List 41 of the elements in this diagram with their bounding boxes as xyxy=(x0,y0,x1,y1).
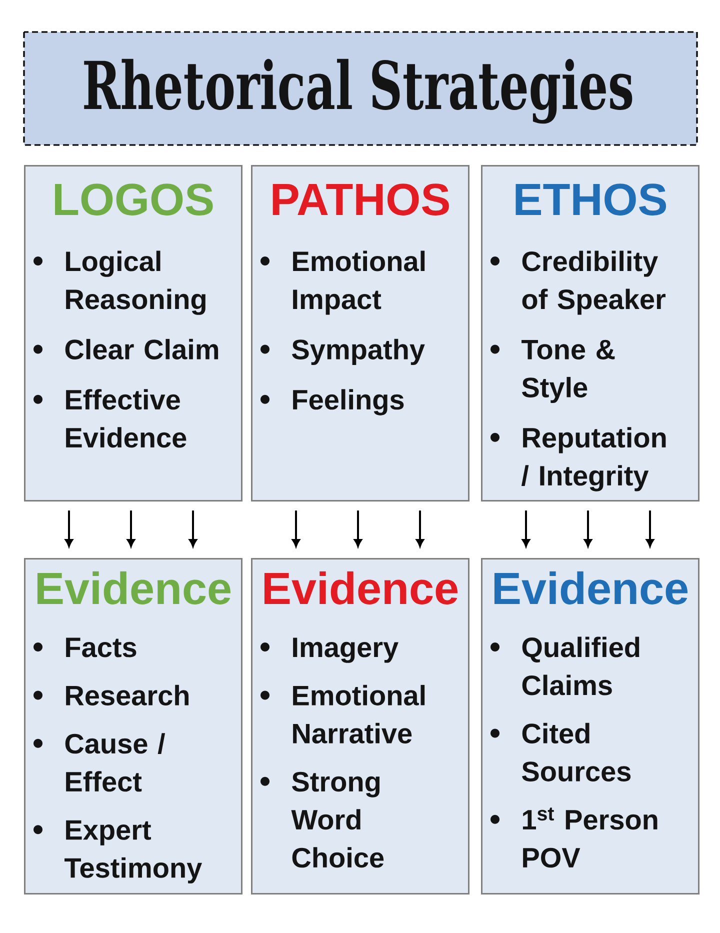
list-item: Expert Testimony xyxy=(64,820,202,884)
heading: ETHOS xyxy=(516,184,666,216)
list-item: Cited Sources xyxy=(522,722,631,782)
list-item: Facts xyxy=(66,638,136,658)
list-item: Emotional Narrative xyxy=(293,684,425,744)
heading: Evidence xyxy=(37,571,231,604)
list-item: Effective Evidence xyxy=(66,389,186,448)
arrow xyxy=(65,510,73,547)
info-panel xyxy=(481,165,700,502)
list-item: Reputation / Integrity xyxy=(521,427,666,492)
arrow xyxy=(646,510,654,547)
arrow xyxy=(189,510,197,547)
list-item: Cause / Effect xyxy=(65,733,166,792)
list-item: Emotional Impact xyxy=(293,250,425,315)
list-item: Qualified Claims xyxy=(522,636,640,696)
list-item: Sympathy xyxy=(292,338,425,365)
arrow xyxy=(127,510,135,547)
arrow xyxy=(584,510,592,547)
info-panel xyxy=(251,165,470,502)
heading: Evidence xyxy=(494,571,688,604)
list-item: Clear Claim xyxy=(65,338,218,360)
list-item: Logical Reasoning xyxy=(66,250,206,315)
arrow xyxy=(354,510,362,547)
list-item: Feelings xyxy=(293,389,404,416)
heading: LOGOS xyxy=(55,184,213,216)
info-panel xyxy=(481,558,700,894)
list-item: Credibility of Speaker xyxy=(522,250,666,315)
list-item: Imagery xyxy=(293,638,398,663)
arrow xyxy=(522,510,530,547)
heading: Evidence xyxy=(264,571,458,604)
list-item: 1$^{st}$ Person POV xyxy=(522,808,658,868)
arrow xyxy=(292,510,300,547)
info-panel xyxy=(24,558,242,894)
list-item: Research xyxy=(66,684,189,706)
info-panel xyxy=(24,165,242,502)
info-panel xyxy=(251,558,470,894)
title-banner: Rhetorical Strategies xyxy=(23,31,698,146)
heading: PATHOS xyxy=(272,184,449,216)
list-item: Tone & Style xyxy=(522,340,615,403)
list-item: Strong Word Choice xyxy=(291,772,384,868)
arrow xyxy=(416,510,424,547)
